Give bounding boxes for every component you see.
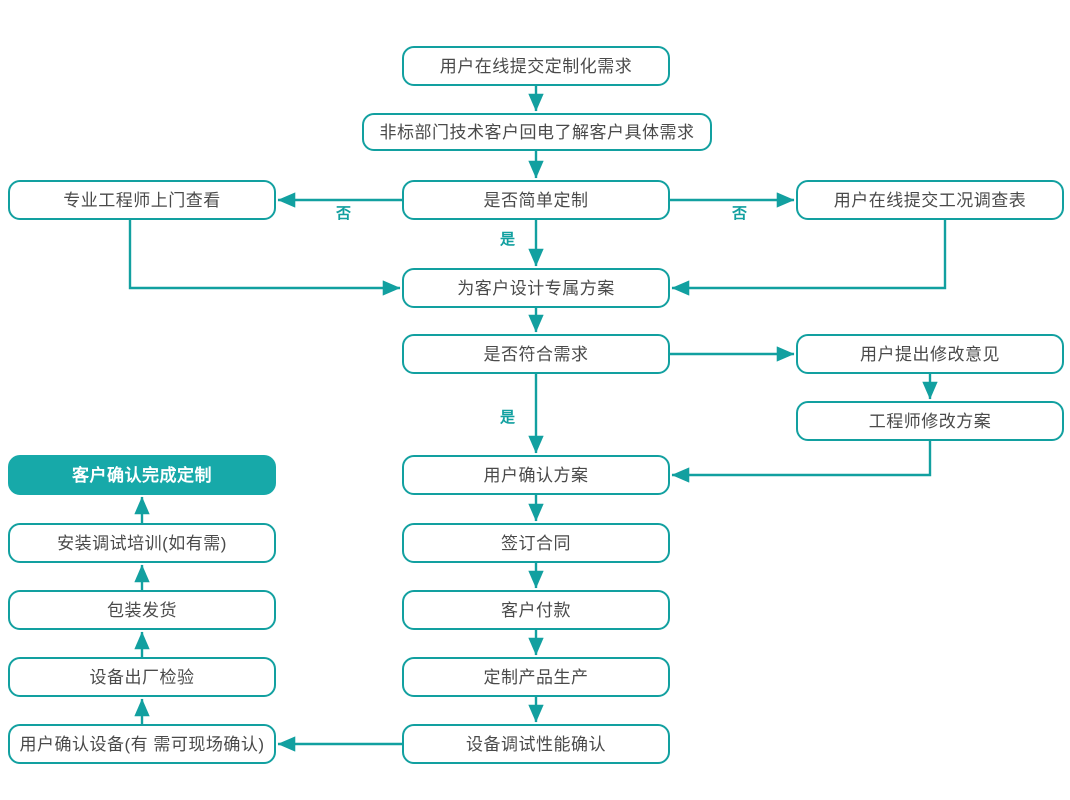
- edge-label-l3: 是: [500, 231, 516, 248]
- flow-node-n1[interactable]: 用户在线提交定制化需求: [402, 46, 670, 86]
- edge-label-l2: 否: [732, 205, 748, 222]
- flow-node-n2[interactable]: 非标部门技术客户回电了解客户具体需求: [362, 113, 712, 151]
- flow-node-n4[interactable]: 专业工程师上门查看: [8, 180, 276, 220]
- flow-node-n12[interactable]: 客户付款: [402, 590, 670, 630]
- connector-n4-to-n6: [128, 220, 401, 296]
- flow-node-n5[interactable]: 用户在线提交工况调查表: [796, 180, 1064, 220]
- flow-node-n7[interactable]: 是否符合需求: [402, 334, 670, 374]
- flow-node-n16[interactable]: 设备出厂检验: [8, 657, 276, 697]
- flow-node-n18[interactable]: 安装调试培训(如有需): [8, 523, 276, 563]
- flow-node-n6[interactable]: 为客户设计专属方案: [402, 268, 670, 308]
- flow-node-n13[interactable]: 定制产品生产: [402, 657, 670, 697]
- edge-label-l4: 是: [500, 409, 516, 426]
- flow-node-n11[interactable]: 签订合同: [402, 523, 670, 563]
- flow-node-n19[interactable]: 客户确认完成定制: [8, 455, 276, 495]
- edge-label-l1: 否: [336, 205, 352, 222]
- flow-node-n3[interactable]: 是否简单定制: [402, 180, 670, 220]
- connector-n5-to-n6: [671, 220, 947, 296]
- flow-node-n8[interactable]: 用户提出修改意见: [796, 334, 1064, 374]
- connector-n9-to-n10: [671, 441, 932, 483]
- flow-node-n10[interactable]: 用户确认方案: [402, 455, 670, 495]
- flow-node-n17[interactable]: 包装发货: [8, 590, 276, 630]
- flow-node-n14[interactable]: 设备调试性能确认: [402, 724, 670, 764]
- flow-node-n9[interactable]: 工程师修改方案: [796, 401, 1064, 441]
- flow-node-n15[interactable]: 用户确认设备(有 需可现场确认): [8, 724, 276, 764]
